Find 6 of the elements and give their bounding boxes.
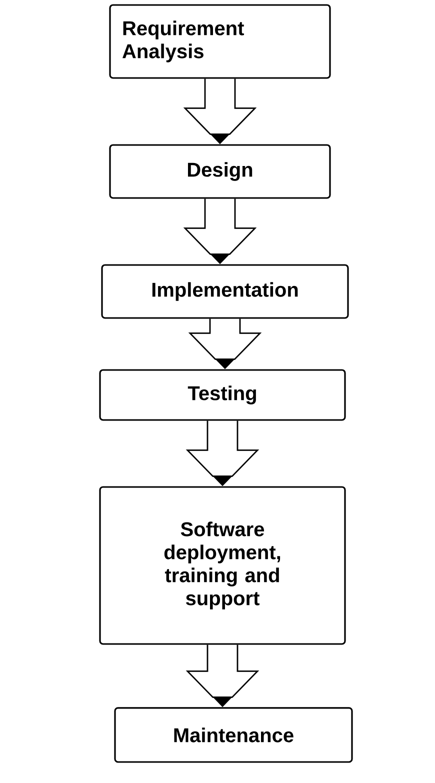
process-box: Testing — [99, 369, 346, 421]
process-box: Requirement Analysis — [109, 4, 331, 79]
process-box: Implementation — [101, 264, 349, 319]
process-box: Software deployment, training and support — [99, 486, 346, 645]
process-box: Design — [109, 144, 331, 199]
process-box: Maintenance — [114, 707, 353, 763]
